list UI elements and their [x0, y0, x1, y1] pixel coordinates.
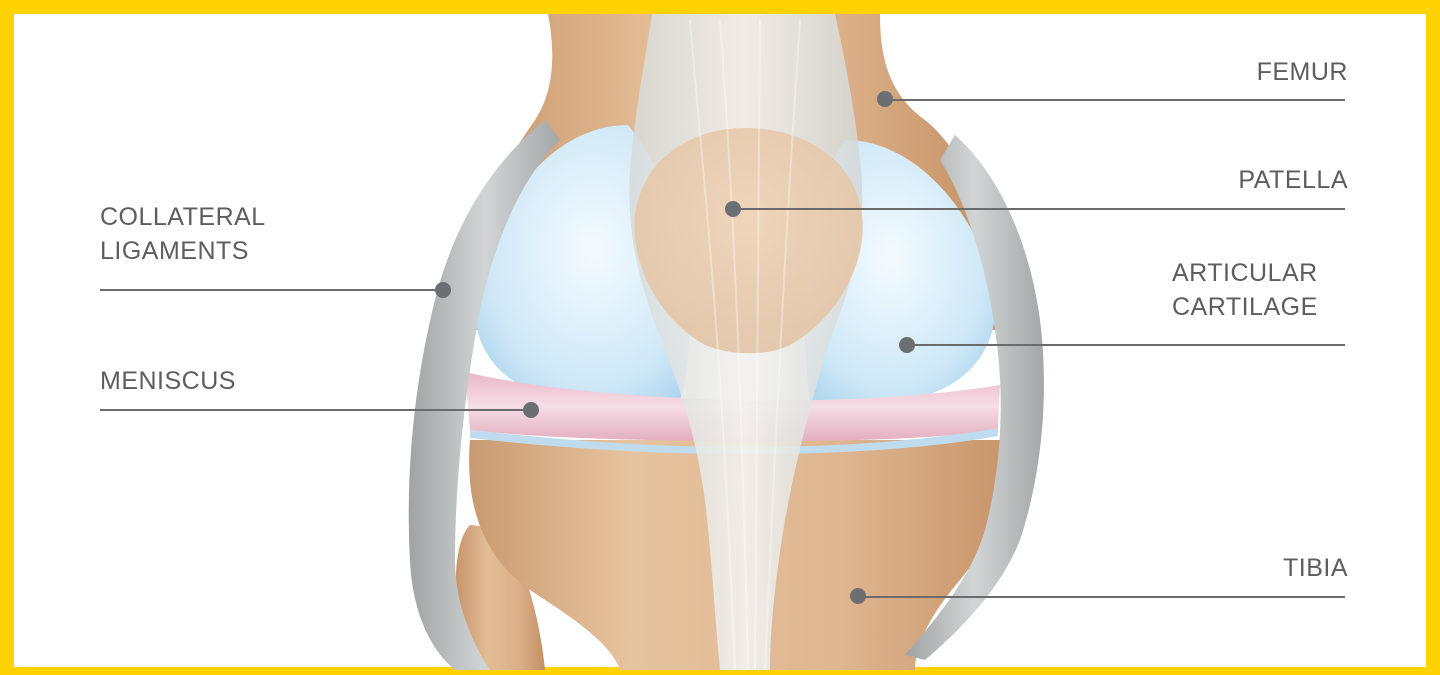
label-patella: PATELLA: [1238, 163, 1348, 197]
label-femur-text: FEMUR: [1257, 58, 1348, 86]
label-collateral-ligaments-line2: LIGAMENTS: [100, 234, 266, 268]
label-meniscus: MENISCUS: [100, 364, 236, 398]
label-tibia-text: TIBIA: [1283, 554, 1348, 582]
label-articular-cartilage-line1: ARTICULAR: [1172, 256, 1318, 290]
label-tibia: TIBIA: [1283, 551, 1348, 585]
label-patella-text: PATELLA: [1238, 166, 1348, 194]
articular-cartilage-dot: [899, 337, 915, 353]
label-femur: FEMUR: [1257, 55, 1348, 89]
meniscus-dot: [523, 402, 539, 418]
label-collateral-ligaments: COLLATERAL LIGAMENTS: [100, 200, 266, 268]
label-collateral-ligaments-line1: COLLATERAL: [100, 200, 266, 234]
label-articular-cartilage-line2: CARTILAGE: [1172, 290, 1318, 324]
femur-dot: [877, 91, 893, 107]
label-articular-cartilage: ARTICULAR CARTILAGE: [1172, 256, 1318, 324]
patella-dot: [725, 201, 741, 217]
label-meniscus-text: MENISCUS: [100, 367, 236, 395]
tibia-dot: [850, 588, 866, 604]
collateral-ligaments-dot: [435, 282, 451, 298]
